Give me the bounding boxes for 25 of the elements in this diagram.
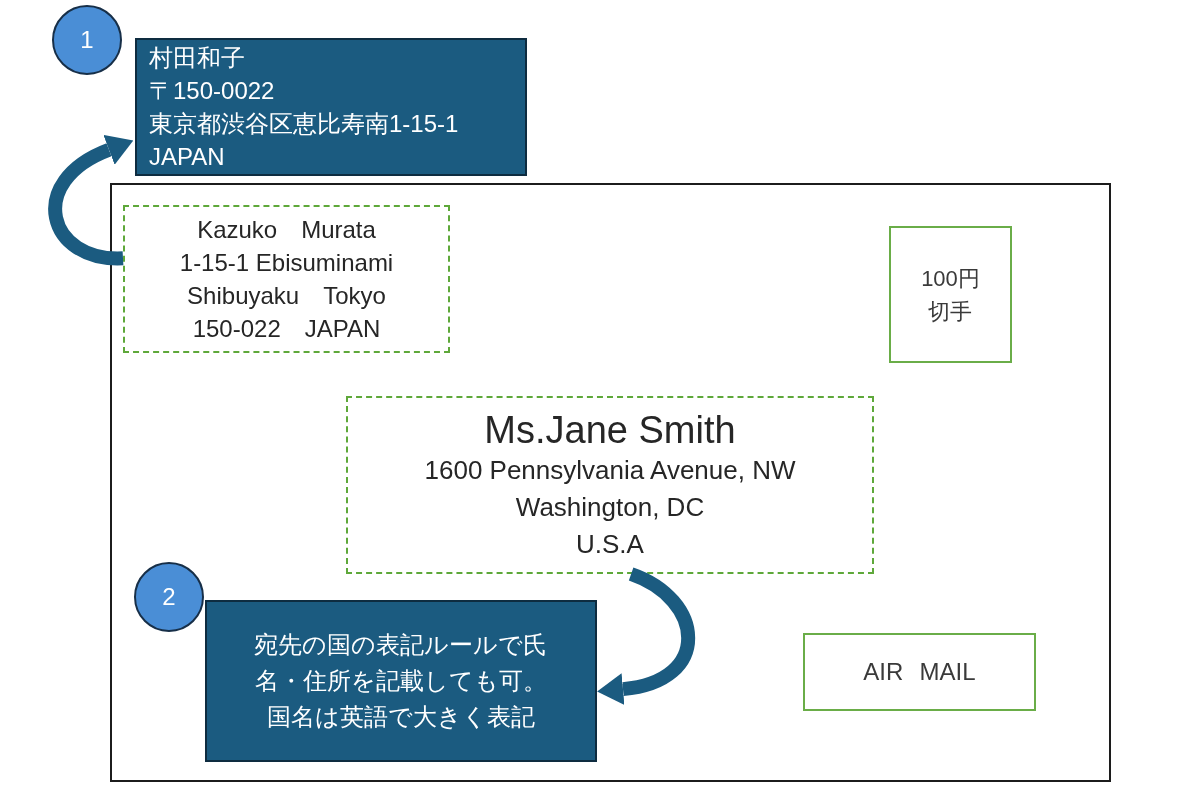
step-number: 2	[134, 562, 204, 632]
address-line: 村田和子	[149, 43, 245, 73]
envelope	[110, 183, 1111, 782]
note-text: 宛先の国の表記ルールで氏名・住所を記載しても可。国名は英語で大きく表記	[253, 630, 549, 732]
step-number: 1	[52, 5, 122, 75]
address-line: 1600 Pennsylvania Avenue, NW	[424, 453, 796, 487]
address-line: 150-022 JAPAN	[192, 314, 381, 344]
address-line: Washington, DC	[515, 490, 705, 524]
address-line: Shibuyaku Tokyo	[187, 281, 386, 311]
address-line: 〒150-0022	[149, 76, 275, 106]
note-box	[135, 38, 527, 176]
note-box	[205, 600, 597, 762]
address-line: Kazuko Murata	[197, 215, 376, 245]
curved-arrow	[597, 567, 695, 705]
air-mail-area	[803, 633, 1036, 711]
address-line: Ms.Jane Smith	[484, 407, 736, 452]
stamp-label: 100円切手	[920, 264, 981, 326]
air-mail-label: AIR MAIL	[863, 657, 976, 687]
recipient-address-area	[346, 396, 874, 574]
address-line: JAPAN	[149, 142, 225, 172]
address-line: 1-15-1 Ebisuminami	[179, 248, 394, 278]
address-line: U.S.A	[576, 527, 644, 561]
stamp-area	[889, 226, 1012, 363]
address-line: 東京都渋谷区恵比寿南1-15-1	[149, 109, 459, 139]
sender-address-area	[123, 205, 450, 353]
